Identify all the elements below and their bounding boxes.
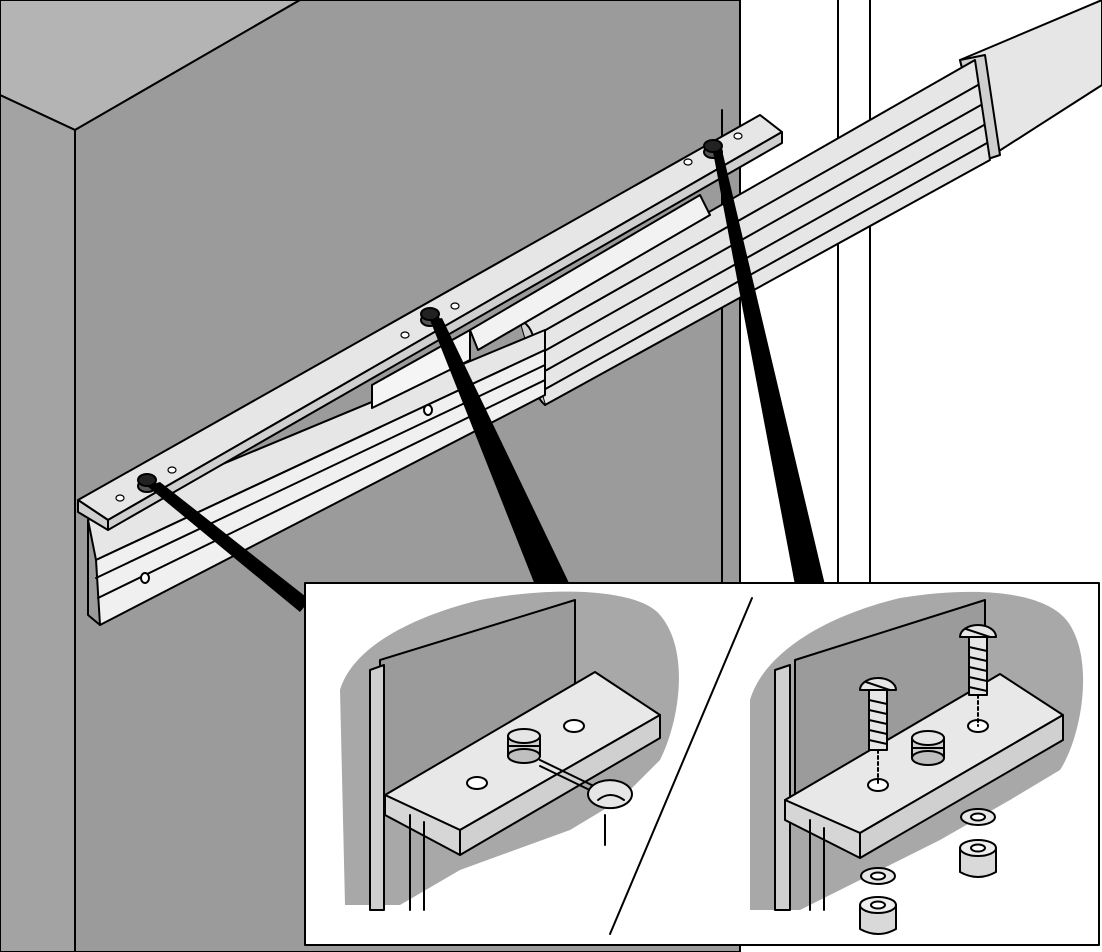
detail2-nut-left — [859, 896, 897, 935]
cabinet-side — [0, 94, 76, 952]
telescopic-rail — [469, 0, 1102, 406]
callout-wedge-middle — [430, 318, 570, 585]
detail2-washer-left — [860, 867, 896, 885]
callout-wedges — [147, 150, 825, 612]
detail-panel-clip-nut — [340, 591, 679, 911]
lower-slide-channel — [87, 329, 546, 626]
channel-hole — [423, 404, 433, 416]
callout-wedge-right — [713, 150, 825, 585]
detail1-clip-nut — [587, 779, 633, 846]
detail2-bolt — [911, 730, 945, 766]
detail2-screw-left — [859, 677, 897, 786]
inset-divider — [609, 597, 753, 935]
detail-panel-screws — [750, 591, 1084, 935]
detail1-bolt — [507, 728, 541, 764]
channel-hole — [140, 572, 150, 584]
plate-holes — [115, 132, 743, 502]
detail2-washer-right — [960, 808, 996, 826]
detail2-screw-right — [959, 624, 997, 727]
detail2-nut-right — [959, 839, 997, 878]
callout-wedge-left — [147, 482, 310, 612]
